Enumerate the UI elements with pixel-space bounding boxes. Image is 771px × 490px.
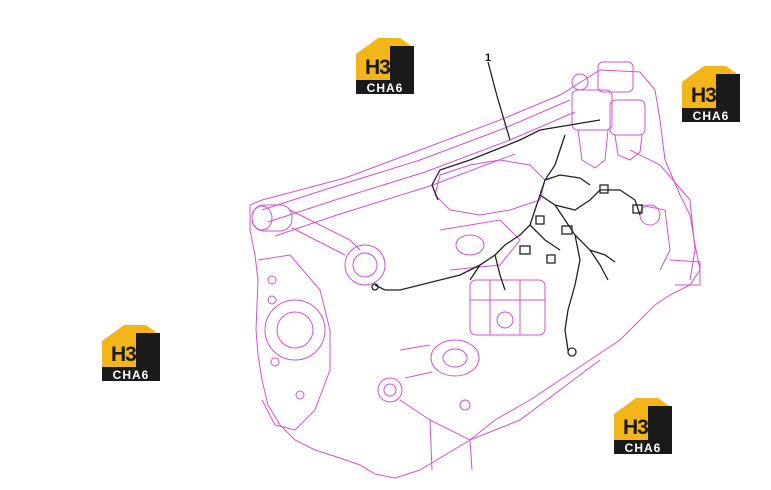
brand-logo-right: H3 CHA6 [680, 64, 742, 124]
logo-caption: CHA6 [112, 368, 150, 382]
brand-logo-left: H3 CHA6 [100, 323, 162, 383]
logo-mark-text: H3 [365, 56, 391, 79]
engine-outline [249, 61, 701, 479]
logo-caption: CHA6 [624, 441, 662, 455]
part-callout-number: 1 [485, 52, 492, 64]
brand-logo-top: H3 CHA6 [354, 36, 416, 96]
wiring-harness [371, 61, 643, 357]
logo-mark-text: H3 [691, 84, 717, 107]
logo-caption: CHA6 [366, 81, 404, 95]
logo-mark-text: H3 [623, 416, 649, 439]
logo-mark-text: H3 [111, 343, 137, 366]
house-logo-icon [102, 325, 160, 381]
house-logo-icon [356, 38, 414, 94]
brand-logo-bottom: H3 CHA6 [612, 396, 674, 456]
logo-caption: CHA6 [692, 109, 730, 123]
house-logo-icon [682, 66, 740, 122]
house-logo-icon [614, 398, 672, 454]
